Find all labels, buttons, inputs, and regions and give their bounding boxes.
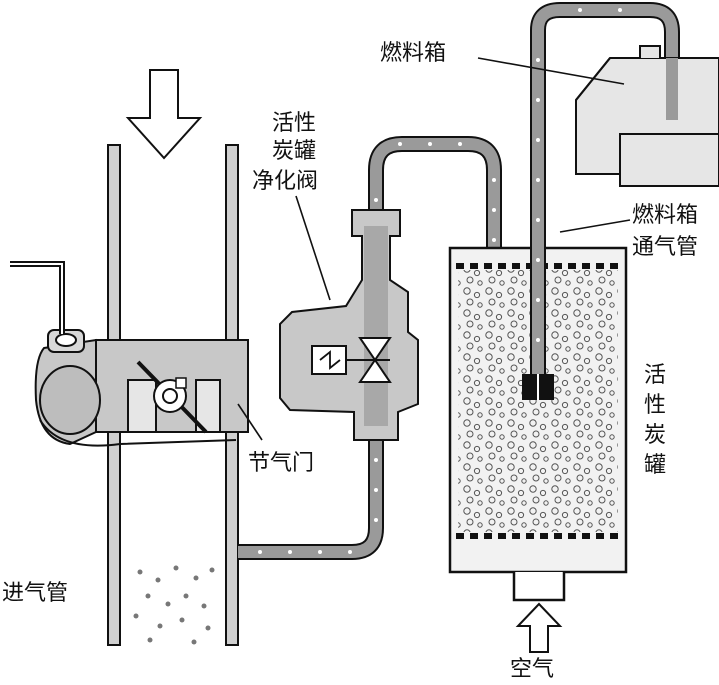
throttle-body <box>10 261 249 447</box>
fuel-tank <box>575 45 719 187</box>
labels: 燃料箱 活性 炭罐 净化阀 燃料箱 通气管 活 性 炭 罐 节气门 进气管 空气 <box>2 41 698 682</box>
intake-airflow-arrow <box>125 69 203 160</box>
vapor-dots <box>133 565 215 645</box>
purge-line <box>238 136 502 560</box>
label-air: 空气 <box>510 657 554 682</box>
leader-lines <box>237 57 631 441</box>
label-throttle: 节气门 <box>248 451 314 476</box>
label-canister-c1: 活 <box>644 363 666 388</box>
label-vent-pipe-line1: 燃料箱 <box>632 203 698 228</box>
label-purge-valve-line3: 净化阀 <box>252 169 318 194</box>
label-canister-c4: 罐 <box>644 453 666 478</box>
label-fuel-tank: 燃料箱 <box>380 41 446 66</box>
label-canister-c3: 炭 <box>644 423 666 448</box>
label-purge-valve-line2: 炭罐 <box>272 139 316 164</box>
label-purge-valve-line1: 活性 <box>272 111 316 136</box>
label-vent-pipe-line2: 通气管 <box>632 235 698 260</box>
label-intake-pipe: 进气管 <box>2 581 68 606</box>
fuel-tank-vent-pipe <box>522 2 680 400</box>
label-canister-c2: 性 <box>644 393 666 418</box>
purge-valve <box>279 209 419 441</box>
